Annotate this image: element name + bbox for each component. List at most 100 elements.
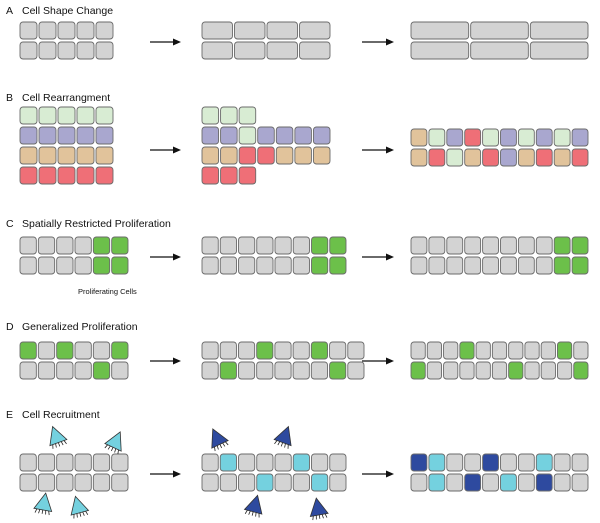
cell (95, 41, 114, 60)
panel-b-arrow-1 (150, 146, 181, 154)
cell (56, 256, 74, 275)
cell (238, 146, 257, 165)
cell (535, 128, 553, 147)
panel-e: E Cell Recruitment (6, 409, 589, 521)
cell (19, 256, 37, 275)
cell (428, 236, 446, 255)
panel-d-stage-1-tissue (19, 341, 129, 380)
panel-d-stage-3-tissue (410, 341, 589, 380)
cell (508, 341, 524, 360)
panel-e-stage-1-tissue (19, 453, 129, 492)
cell (571, 473, 589, 492)
cell (410, 361, 426, 380)
cell (274, 361, 292, 380)
cell (238, 106, 257, 125)
cell (446, 148, 464, 167)
cell (500, 148, 517, 167)
panel-a-letter: A (6, 5, 13, 17)
cell (57, 106, 76, 125)
cell (535, 148, 553, 167)
cell (274, 473, 292, 492)
cell (428, 128, 446, 147)
panel-e-stage-2-tissue (201, 453, 347, 492)
cell (111, 341, 129, 360)
cell (540, 341, 556, 360)
cell (237, 341, 256, 360)
cell (76, 106, 95, 125)
cell (529, 21, 589, 40)
cell (410, 128, 428, 147)
cell (329, 341, 347, 360)
cell (459, 341, 475, 360)
cell (92, 473, 111, 492)
cell (464, 473, 482, 492)
cell (446, 473, 464, 492)
cell (19, 146, 38, 165)
cell (37, 341, 56, 360)
cell (57, 166, 76, 185)
cell (410, 236, 428, 255)
cell (56, 361, 74, 380)
panel-a-stage-1-tissue (19, 21, 114, 60)
panel-b-arrow-2 (362, 146, 394, 154)
cell (535, 453, 553, 472)
panel-a: A Cell Shape Change (6, 5, 589, 60)
cell (266, 21, 298, 40)
cell (57, 146, 76, 165)
cell (19, 453, 37, 472)
proliferating-cells-label: Proliferating Cells (78, 287, 137, 296)
cell (553, 128, 571, 147)
panel-e-letter: E (6, 409, 13, 421)
cell (446, 453, 464, 472)
cell (38, 41, 57, 60)
cell (517, 256, 535, 275)
cell (464, 453, 482, 472)
cell (275, 126, 294, 145)
panel-c-arrow-1 (150, 253, 181, 261)
cell (238, 453, 256, 472)
cell (37, 236, 56, 255)
cell (428, 148, 446, 167)
cell (310, 341, 328, 360)
cell (201, 341, 219, 360)
cell (491, 341, 508, 360)
cell (299, 41, 331, 60)
cell (459, 361, 475, 380)
cell (111, 236, 129, 255)
cell (573, 341, 589, 360)
migrating-cell (104, 431, 122, 455)
cell (74, 236, 92, 255)
cell (201, 453, 219, 472)
cell (92, 256, 111, 275)
cell (410, 256, 428, 275)
cell (292, 256, 310, 275)
cell (557, 361, 573, 380)
cell (275, 146, 294, 165)
cell (311, 453, 329, 472)
panel-b-stage-3-tissue (410, 128, 589, 167)
cell (311, 236, 329, 255)
cell (56, 341, 74, 360)
cell (299, 21, 331, 40)
panel-d-title: Generalized Proliferation (22, 321, 138, 333)
cell (535, 473, 553, 492)
cell (517, 453, 535, 472)
cell (111, 453, 129, 472)
cell (410, 341, 426, 360)
cell (95, 166, 114, 185)
panel-c-letter: C (6, 218, 14, 230)
cell (19, 21, 38, 40)
cell (410, 148, 428, 167)
migrating-cell (273, 425, 292, 449)
cell (219, 453, 237, 472)
cell (57, 41, 76, 60)
panel-d-letter: D (6, 321, 14, 333)
cell (111, 256, 129, 275)
cell (256, 236, 274, 255)
cell (517, 236, 535, 255)
panel-c-stage-2-tissue (201, 236, 347, 275)
cell (74, 453, 92, 472)
cell (256, 473, 274, 492)
cell (310, 361, 328, 380)
cell (347, 361, 365, 380)
